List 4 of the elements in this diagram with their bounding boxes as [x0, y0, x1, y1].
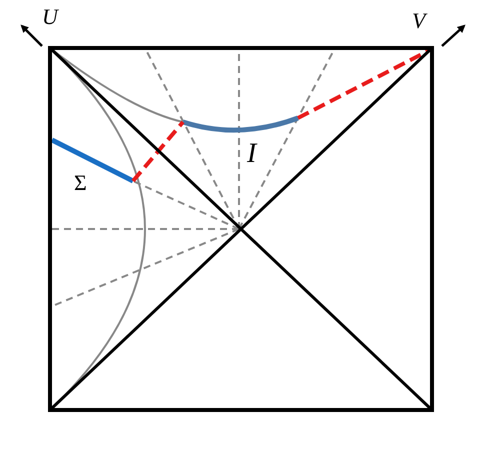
region-label: I [247, 143, 256, 165]
region-label: Σ [74, 172, 87, 194]
axis-label: U [42, 6, 58, 28]
axis-label: V [412, 10, 426, 32]
